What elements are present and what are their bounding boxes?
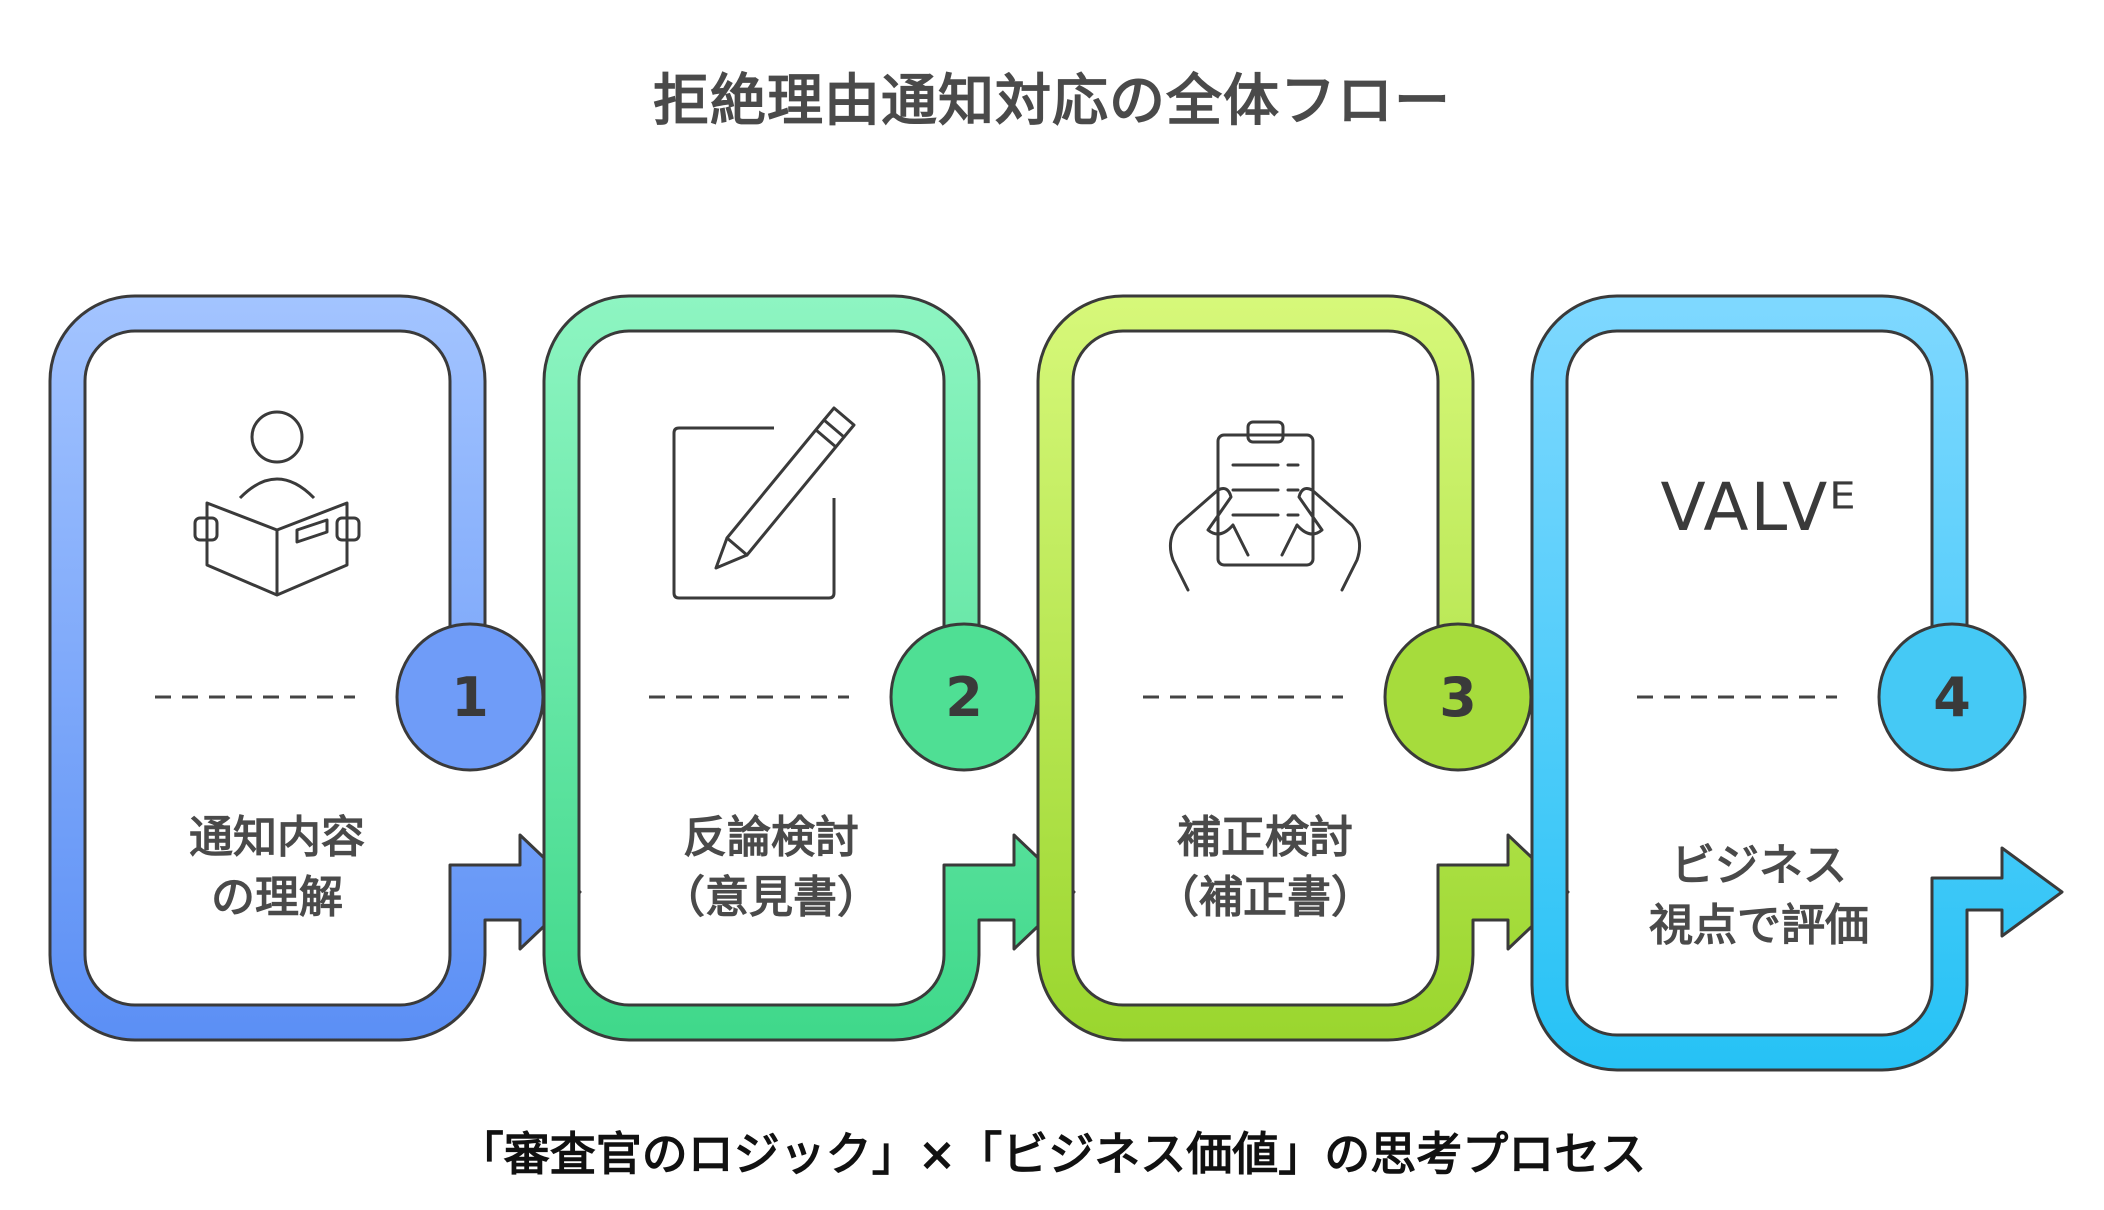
valve-logo-icon: VALVᴱ (1660, 469, 1857, 546)
step-1: 1 通知内容 の理解 (48, 294, 582, 1042)
page-title: 拒絶理由通知対応の全体フロー (653, 69, 1451, 134)
step-1-frame (48, 294, 582, 1042)
step-2-label-line2: （意見書） (661, 872, 881, 923)
step-3-number: 3 (1439, 666, 1477, 729)
pencil-note-icon (672, 406, 856, 600)
step-4-label-line1: ビジネス (1671, 840, 1847, 891)
step-1-label-line1: 通知内容 (189, 812, 365, 863)
step-3-label-line1: 補正検討 (1177, 812, 1353, 863)
clipboard-hands-icon (1168, 420, 1362, 592)
step-4-number: 4 (1933, 666, 1971, 729)
step-3: 3 補正検討 （補正書） (1036, 294, 1570, 1042)
step-3-frame (1036, 294, 1570, 1042)
step-3-label-line2: （補正書） (1155, 872, 1375, 923)
step-1-label-line2: の理解 (211, 872, 343, 923)
subtitle: 「審査官のロジック」×「ビジネス価値」の思考プロセス (457, 1127, 1647, 1181)
step-4: 4 VALVᴱ ビジネス 視点で評価 (1530, 294, 2064, 1072)
step-2-frame (542, 294, 1076, 1042)
reading-person-icon (193, 410, 361, 597)
step-4-badge (1877, 622, 2027, 772)
step-1-number: 1 (451, 666, 489, 729)
step-2: 2 反論検討 （意見書） (542, 294, 1076, 1042)
step-4-frame (1530, 294, 2064, 1072)
step-4-label-line2: 視点で評価 (1649, 900, 1869, 951)
step-2-number: 2 (945, 666, 983, 729)
step-2-label-line1: 反論検討 (683, 812, 859, 863)
